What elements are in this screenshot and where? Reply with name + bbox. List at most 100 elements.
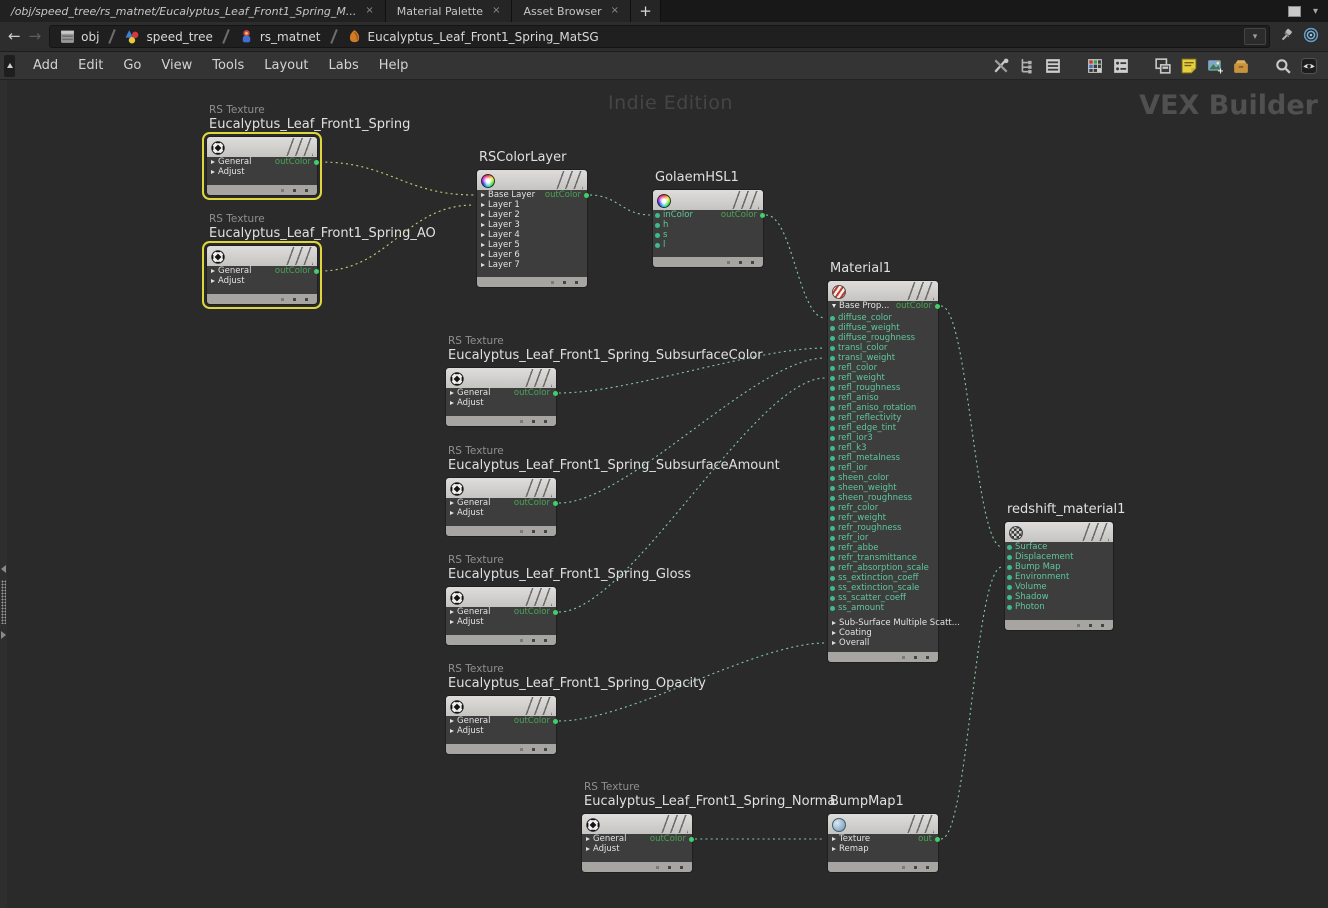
node-row-overall[interactable]: Overall: [828, 638, 938, 648]
node-row-refl-k3[interactable]: refl_k3: [828, 443, 938, 453]
input-port-dot[interactable]: [830, 365, 835, 371]
output-port-dot[interactable]: [314, 159, 319, 165]
collapse-arrow-icon[interactable]: [832, 304, 836, 308]
node-row-adjust[interactable]: Adjust: [446, 617, 556, 627]
input-port-dot[interactable]: [830, 315, 835, 321]
node-flag-icon[interactable]: [293, 297, 296, 301]
node-row-transl-weight[interactable]: transl_weight: [828, 353, 938, 363]
grid-settings-icon[interactable]: [1111, 56, 1130, 75]
input-port-dot[interactable]: [1007, 584, 1012, 590]
expand-arrow-icon[interactable]: [450, 620, 454, 624]
node-flag-icon[interactable]: [1101, 623, 1104, 627]
node-row-volume[interactable]: Volume: [1005, 582, 1113, 592]
node-flag-icon[interactable]: [668, 865, 671, 869]
input-port-dot[interactable]: [830, 345, 835, 351]
input-port-dot[interactable]: [830, 475, 835, 481]
node-flag-icon[interactable]: [281, 188, 284, 192]
input-port-dot[interactable]: [830, 335, 835, 341]
expand-arrow-icon[interactable]: [450, 501, 454, 505]
node-flag-icon[interactable]: [902, 865, 905, 869]
node-row-refl-ior[interactable]: refl_ior: [828, 463, 938, 473]
path-dropdown-arrow-icon[interactable]: ▾: [1244, 28, 1266, 45]
expand-arrow-icon[interactable]: [586, 847, 590, 851]
expand-arrow-icon[interactable]: [832, 631, 836, 635]
node-flag-icon[interactable]: [305, 188, 308, 192]
breadcrumb-eucalyptus-leaf-front1-spring-matsg[interactable]: Eucalyptus_Leaf_Front1_Spring_MatSG: [340, 29, 606, 44]
menu-edit[interactable]: Edit: [78, 58, 104, 73]
divider-collapse-right-icon[interactable]: [1, 631, 6, 639]
breadcrumb-rs-matnet[interactable]: rs_matnet: [232, 29, 328, 44]
expand-arrow-icon[interactable]: [211, 279, 215, 283]
input-port-dot[interactable]: [830, 545, 835, 551]
node-flag-icon[interactable]: [727, 260, 730, 264]
sticky-note-icon[interactable]: [1179, 56, 1198, 75]
node-flag-icon[interactable]: [305, 297, 308, 301]
input-port-dot[interactable]: [830, 605, 835, 611]
node-flag-icon[interactable]: [926, 655, 929, 659]
input-port-dot[interactable]: [830, 385, 835, 391]
input-port-dot[interactable]: [830, 525, 835, 531]
node-flag-icon[interactable]: [926, 865, 929, 869]
tree-view-icon[interactable]: [1017, 56, 1036, 75]
menu-tools[interactable]: Tools: [212, 58, 245, 73]
node-row-surface[interactable]: Surface: [1005, 542, 1113, 552]
divider-collapse-left-icon[interactable]: [1, 565, 6, 573]
input-port-dot[interactable]: [830, 495, 835, 501]
node-row-h[interactable]: h: [653, 220, 763, 230]
expand-arrow-icon[interactable]: [481, 193, 485, 197]
output-port-dot[interactable]: [553, 718, 558, 724]
eye-icon[interactable]: [1299, 56, 1318, 75]
input-port-dot[interactable]: [1007, 604, 1012, 610]
node-row-refl-metalness[interactable]: refl_metalness: [828, 453, 938, 463]
input-port-dot[interactable]: [830, 325, 835, 331]
input-port-dot[interactable]: [830, 455, 835, 461]
node-footer-flags[interactable]: [446, 416, 556, 426]
node-flag-icon[interactable]: [544, 638, 547, 642]
node-row-refl-edge-tint[interactable]: refl_edge_tint: [828, 423, 938, 433]
tab-close-icon[interactable]: ×: [610, 5, 619, 16]
expand-arrow-icon[interactable]: [450, 719, 454, 723]
input-port-dot[interactable]: [830, 565, 835, 571]
wire-bumpmap1-to-redshift-material1[interactable]: [940, 566, 1003, 840]
node-footer-flags[interactable]: [582, 862, 692, 872]
expand-arrow-icon[interactable]: [481, 243, 485, 247]
input-port-dot[interactable]: [830, 435, 835, 441]
node-flag-icon[interactable]: [520, 638, 523, 642]
node-header[interactable]: [828, 814, 938, 834]
input-port-dot[interactable]: [1007, 544, 1012, 550]
output-port-dot[interactable]: [689, 836, 694, 842]
node-row-refr-abbe[interactable]: refr_abbe: [828, 543, 938, 553]
tab-close-icon[interactable]: ×: [365, 5, 374, 16]
node-row-layer-3[interactable]: Layer 3: [477, 220, 587, 230]
node-flag-icon[interactable]: [520, 747, 523, 751]
input-port-dot[interactable]: [830, 355, 835, 361]
divider-grip[interactable]: [1, 580, 6, 624]
node-row-adjust[interactable]: Adjust: [582, 844, 692, 854]
node-header[interactable]: [446, 368, 556, 388]
node-footer-flags[interactable]: [446, 635, 556, 645]
menu-help[interactable]: Help: [378, 58, 409, 73]
node-header[interactable]: [828, 281, 938, 301]
tab-material-palette[interactable]: Material Palette×: [385, 0, 513, 22]
input-port-dot[interactable]: [830, 515, 835, 521]
node-row-s[interactable]: s: [653, 230, 763, 240]
node-row-refl-roughness[interactable]: refl_roughness: [828, 383, 938, 393]
input-port-dot[interactable]: [830, 395, 835, 401]
expand-arrow-icon[interactable]: [211, 160, 215, 164]
breadcrumb-speed-tree[interactable]: speed_tree: [118, 29, 219, 44]
expand-arrow-icon[interactable]: [481, 263, 485, 267]
input-port-dot[interactable]: [830, 465, 835, 471]
node-row-layer-4[interactable]: Layer 4: [477, 230, 587, 240]
pane-menu-arrow-icon[interactable]: ▾: [1312, 5, 1318, 17]
input-port-dot[interactable]: [830, 595, 835, 601]
node-flag-icon[interactable]: [532, 747, 535, 751]
